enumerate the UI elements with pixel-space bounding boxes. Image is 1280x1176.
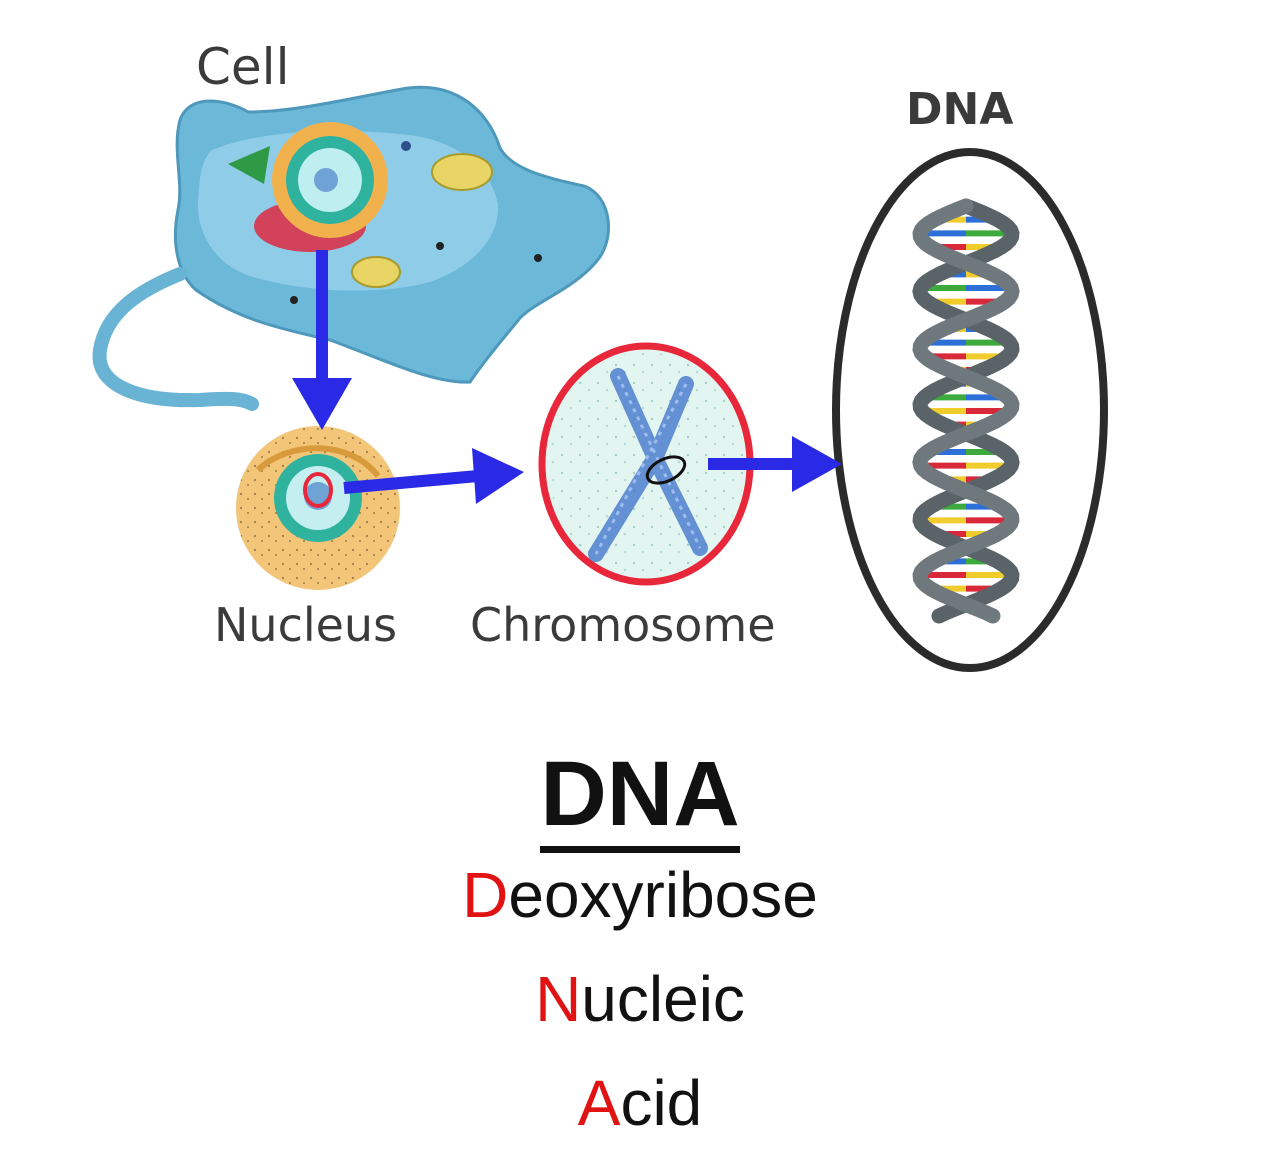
- dna-helix-illustration: [832, 148, 1108, 672]
- acronym-rest: ucleic: [581, 963, 745, 1035]
- acronym-initial: A: [577, 1067, 621, 1139]
- arrowhead-chromosome-to-dna: [792, 436, 842, 492]
- acronym-rest: cid: [620, 1067, 703, 1139]
- arrow-nucleus-to-chromosome: [343, 470, 479, 494]
- arrowhead-cell-to-nucleus: [292, 378, 352, 430]
- acronym-title: DNA: [0, 742, 1280, 853]
- arrows: [292, 250, 842, 504]
- acronym-word-nucleic: Nucleic: [0, 962, 1280, 1036]
- cell-label: Cell: [196, 38, 290, 96]
- acronym-initial: D: [462, 859, 509, 931]
- acronym-word-deoxyribose: Deoxyribose: [0, 858, 1280, 932]
- arrowhead-nucleus-to-chromosome: [472, 448, 524, 504]
- chromosome-label: Chromosome: [470, 598, 776, 652]
- acronym-rest: eoxyribose: [508, 859, 818, 931]
- dna-label: DNA: [906, 84, 1014, 135]
- cell-illustration: [92, 85, 610, 411]
- nucleus-label: Nucleus: [214, 598, 398, 652]
- chromosome-illustration: [538, 342, 754, 586]
- nucleus-illustration: [236, 426, 400, 590]
- acronym-initial: N: [535, 963, 582, 1035]
- acronym-word-acid: Acid: [0, 1066, 1280, 1140]
